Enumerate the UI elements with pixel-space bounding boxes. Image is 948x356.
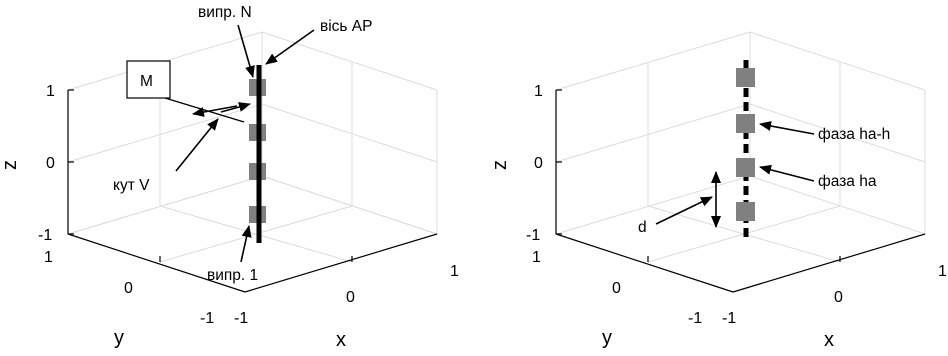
left-marker-box: [126, 60, 171, 99]
right-y-tick-0: 0: [612, 280, 621, 297]
left-plot: 1 0 -1 z 1 0 -1 y -1 0 1 x М кут V випр: [0, 4, 459, 351]
right-spacing-label: d: [638, 219, 647, 236]
left-element-1-label: випр. 1: [207, 267, 258, 284]
left-x-axis-label: x: [336, 329, 346, 351]
right-x-axis-label: x: [824, 329, 834, 351]
right-z-axis-label: z: [489, 160, 511, 170]
right-array-elements: [736, 68, 755, 221]
left-y-tick-neg1: -1: [200, 310, 214, 327]
right-axes: [555, 89, 926, 293]
right-x-tick-1: 1: [938, 263, 947, 280]
left-angle-line: [164, 97, 245, 123]
left-y-axis-label: y: [114, 327, 124, 349]
right-z-tick-1: 1: [534, 83, 543, 100]
right-y-axis-label: y: [602, 327, 612, 349]
right-spacing-pointer: [655, 196, 713, 225]
left-z-tick-neg1: -1: [38, 227, 52, 244]
right-x-tick-0: 0: [834, 289, 843, 306]
right-array-element: [736, 158, 755, 177]
left-z-axis-label: z: [0, 160, 21, 170]
right-array-element: [736, 68, 755, 87]
left-angle-arrow: [192, 105, 238, 117]
right-plot: 1 0 -1 z 1 0 -1 y -1 0 1 x фаза ha-h фаз…: [489, 31, 947, 351]
left-axes: [67, 89, 438, 293]
left-back-grid: [67, 31, 438, 263]
left-element-n-arrow: [237, 24, 255, 78]
left-array-elements: [249, 79, 266, 223]
right-y-tick-neg1: -1: [688, 310, 702, 327]
left-array-axis-arrow: [265, 29, 315, 65]
right-y-tick-1: 1: [532, 249, 541, 266]
left-marker-label: М: [140, 73, 153, 90]
right-phase-label: фаза ha: [818, 173, 877, 190]
right-phase-h-label: фаза ha-h: [818, 126, 890, 143]
right-x-tick-neg1: -1: [722, 310, 736, 327]
right-phase-h-arrow: [759, 121, 815, 135]
left-x-tick-0: 0: [346, 289, 355, 306]
right-z-tick-neg1: -1: [526, 227, 540, 244]
left-angle-pointer: [175, 118, 219, 172]
left-array-axis-label: вісь АР: [320, 18, 373, 35]
left-y-tick-0: 0: [124, 280, 133, 297]
right-back-grid: [555, 31, 926, 263]
left-element-n-label: випр. N: [198, 4, 252, 21]
left-angle-label: кут V: [113, 177, 150, 194]
left-z-tick-1: 1: [46, 83, 55, 100]
right-z-tick-0: 0: [534, 155, 543, 172]
right-phase-arrow: [759, 164, 815, 182]
right-array-element: [736, 202, 755, 221]
left-angle-arrow: [220, 102, 251, 113]
left-y-tick-1: 1: [44, 249, 53, 266]
left-x-tick-1: 1: [450, 263, 459, 280]
left-z-tick-0: 0: [46, 155, 55, 172]
right-array-element: [736, 114, 755, 133]
left-x-tick-neg1: -1: [234, 310, 248, 327]
left-element-1-arrow: [240, 225, 252, 263]
